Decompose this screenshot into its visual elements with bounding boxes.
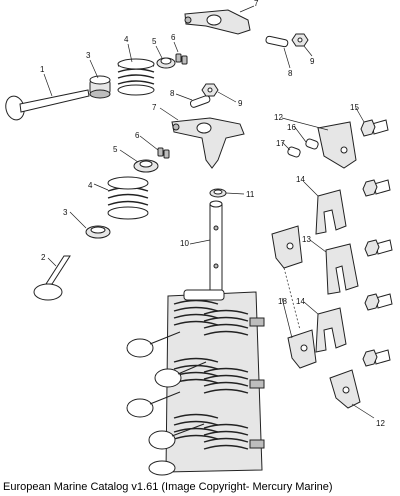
- callout-5-lower: 5: [113, 145, 118, 154]
- callout-7-middle: 7: [152, 103, 157, 112]
- bolt-right-2: [362, 179, 391, 197]
- callout-9-upper: 9: [310, 57, 315, 66]
- valve-seal-lower: [85, 225, 111, 239]
- callout-14-lower: 14: [296, 297, 305, 306]
- plate-18-upper: [271, 225, 303, 269]
- nut-upper: [291, 33, 309, 47]
- bracket-12-top: [317, 121, 357, 169]
- bolt-right-3: [364, 239, 393, 257]
- callout-4-lower: 4: [88, 181, 93, 190]
- callout-18: 18: [278, 297, 287, 306]
- valve-lower: [33, 255, 71, 301]
- callout-3-upper: 3: [86, 51, 91, 60]
- bolt-15: [360, 119, 389, 137]
- callouts: 1 3 4 5 6 7 8 9 8 9 7 6 5 4 3 2 11 10 15…: [40, 0, 385, 428]
- valve-keepers-lower: [157, 147, 170, 159]
- callout-13: 13: [302, 235, 311, 244]
- callout-1: 1: [40, 65, 45, 74]
- callout-2: 2: [41, 253, 46, 262]
- callout-6-lower: 6: [135, 131, 140, 140]
- callout-8-middle: 8: [170, 89, 175, 98]
- callout-16: 16: [287, 123, 296, 132]
- clip-14-lower: [315, 307, 347, 353]
- dashed-guide-18: [283, 267, 301, 331]
- pin-17: [287, 146, 301, 158]
- clip-14-upper: [315, 189, 347, 235]
- assembled-valve-stack: [126, 289, 265, 476]
- leader-lines: [43, 5, 375, 419]
- callout-12-bottom: 12: [376, 419, 385, 428]
- callout-14-upper: 14: [296, 175, 305, 184]
- callout-8-upper: 8: [288, 69, 293, 78]
- callout-5-upper: 5: [152, 37, 157, 46]
- plate-18-lower: [287, 329, 317, 369]
- callout-9-middle: 9: [238, 99, 243, 108]
- oring: [209, 188, 227, 198]
- callout-12-top: 12: [274, 113, 283, 122]
- rocker-arm-upper: [184, 9, 251, 35]
- callout-11: 11: [246, 190, 255, 199]
- pin-16: [305, 138, 319, 150]
- valve-spring-lower: [107, 176, 149, 220]
- bolt-right-5: [362, 349, 391, 367]
- bracket-12-bottom: [329, 369, 361, 409]
- copyright-footer: European Marine Catalog v1.61 (Image Cop…: [3, 481, 333, 493]
- spring-retainer-lower: [133, 159, 159, 173]
- callout-3-lower: 3: [63, 208, 68, 217]
- clip-13: [325, 243, 359, 295]
- callout-10: 10: [180, 239, 189, 248]
- valve-upper: [5, 89, 90, 121]
- guide-upper: [265, 35, 289, 48]
- nut-middle: [201, 83, 219, 97]
- callout-15: 15: [350, 103, 359, 112]
- valve-train-exploded-diagram: 1 3 4 5 6 7 8 9 8 9 7 6 5 4 3 2 11 10 15…: [5, 0, 393, 476]
- callout-4-upper: 4: [124, 35, 129, 44]
- valve-keepers-upper: [175, 53, 188, 65]
- callout-17: 17: [276, 139, 285, 148]
- spring-retainer-upper: [156, 57, 176, 69]
- valve-seal-upper: [89, 75, 111, 99]
- guide-middle: [189, 95, 211, 108]
- bolt-right-4: [364, 293, 393, 311]
- rocker-arm-middle: [171, 117, 245, 169]
- callout-6-upper: 6: [171, 33, 176, 42]
- callout-7-upper: 7: [254, 0, 259, 8]
- valve-spring-upper: [117, 58, 155, 96]
